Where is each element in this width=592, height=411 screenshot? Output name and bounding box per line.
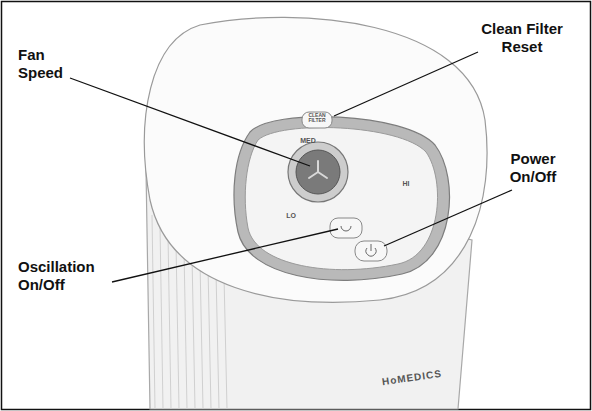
oscillation-button	[330, 218, 362, 238]
power-button	[355, 241, 387, 261]
fan-knob	[296, 150, 340, 194]
part-label: Oscillation On/Off	[18, 258, 114, 294]
panel-marking: LO	[283, 212, 299, 220]
panel-marking: HI	[398, 180, 414, 188]
top-cap	[144, 17, 487, 302]
leader-line	[334, 52, 478, 116]
fan-symbol	[309, 161, 327, 178]
panel-marking: CLEAN FILTER	[303, 113, 331, 124]
fan-knob-ring	[288, 142, 348, 202]
part-label: Power On/Off	[500, 150, 566, 186]
part-label: Fan Speed	[18, 46, 78, 82]
leader-lines	[70, 52, 512, 282]
leader-line	[384, 190, 512, 246]
control-panel	[245, 128, 437, 270]
power-icon	[366, 244, 376, 256]
clean-filter-indicator	[302, 112, 332, 128]
part-label: Clean Filter Reset	[470, 20, 574, 56]
panel-marking: MED	[296, 137, 320, 145]
leader-line	[112, 229, 338, 282]
panel-ring	[234, 117, 450, 281]
oscillation-icon	[341, 226, 351, 231]
leader-line	[70, 78, 310, 166]
